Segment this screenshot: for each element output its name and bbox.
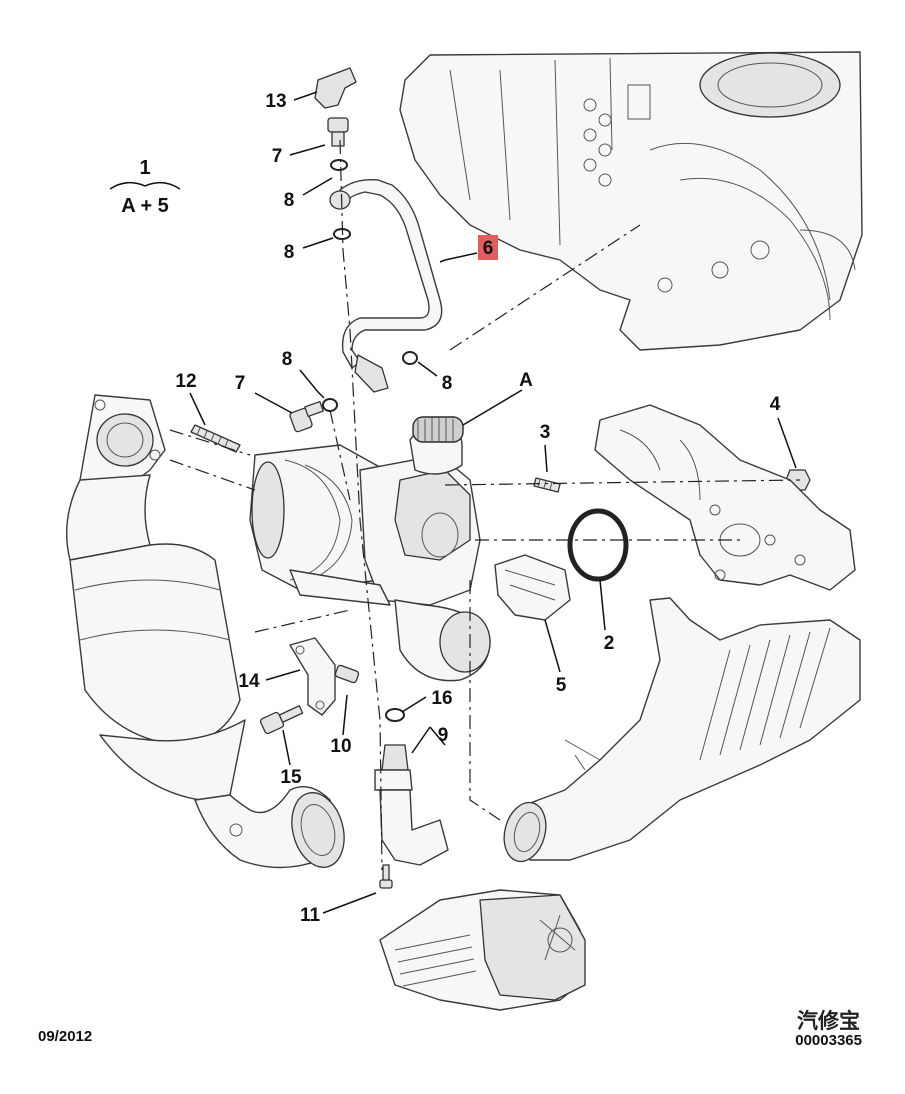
- intercooler-intake-pipe: [503, 597, 861, 863]
- callout-13: 13: [265, 91, 286, 112]
- callout-7-upper: 7: [272, 146, 283, 167]
- callout-3: 3: [540, 422, 551, 443]
- seal-washer-8-upper: [330, 159, 348, 171]
- watermark-text: 汽修宝: [797, 1009, 860, 1033]
- gasket-ring-2: [567, 508, 629, 582]
- assembly-formula: A + 5: [121, 195, 169, 217]
- callout-4: 4: [770, 394, 781, 415]
- callout-8-upper: 8: [284, 190, 295, 211]
- stud-12: [190, 424, 241, 453]
- callout-12: 12: [175, 371, 196, 392]
- leader-lines: [189, 91, 797, 914]
- callout-6: 6: [483, 238, 494, 259]
- clip-13: [314, 67, 357, 109]
- callout-11: 11: [300, 905, 321, 926]
- diagram-reference: 00003365: [795, 1032, 862, 1049]
- assembly-axes: [169, 139, 801, 871]
- callout-8-mid: 8: [284, 242, 295, 263]
- stud-3: [533, 477, 561, 493]
- oil-return-pipe-9: [374, 744, 449, 866]
- callout-10: 10: [330, 736, 351, 757]
- part-6-highlight: [478, 235, 498, 260]
- screw-11: [379, 864, 393, 889]
- callout-8-left: 8: [282, 349, 293, 370]
- assembly-number: 1: [139, 157, 150, 179]
- callout-16: 16: [431, 688, 452, 709]
- banjo-bolt-7-upper: [327, 117, 349, 147]
- callout-A: A: [519, 370, 533, 391]
- callouts: 13 7 8 8 6 8 8 12 7 A 3 4 2 5 14 16 9 10…: [175, 91, 780, 926]
- oil-filter-housing: [379, 889, 586, 1011]
- callout-9: 9: [438, 725, 449, 746]
- turbocharger: [249, 416, 491, 682]
- engine-block: [399, 51, 863, 351]
- seal-washer-8-right: [402, 351, 418, 365]
- assembly-brace: [109, 181, 181, 190]
- bracket-14: [289, 637, 336, 716]
- wastegate-actuator-5: [494, 554, 571, 621]
- callout-7-lower: 7: [235, 373, 246, 394]
- catalytic-converter-downpipe: [66, 394, 345, 869]
- callout-15: 15: [280, 767, 302, 788]
- bolt-15: [259, 705, 304, 735]
- banjo-bolt-7-lower: [289, 400, 324, 433]
- oil-feed-pipe: [329, 179, 443, 393]
- seal-washer-8-lower: [322, 398, 338, 412]
- assembly-label: 1 A + 5: [109, 157, 181, 217]
- callout-8-right: 8: [442, 373, 453, 394]
- callout-2: 2: [604, 633, 615, 654]
- exhaust-manifold: [594, 404, 856, 591]
- callout-14: 14: [238, 671, 260, 692]
- seal-ring-16: [385, 708, 405, 722]
- callout-5: 5: [556, 675, 567, 696]
- bolt-10: [334, 664, 360, 684]
- revision-date: 09/2012: [38, 1028, 92, 1045]
